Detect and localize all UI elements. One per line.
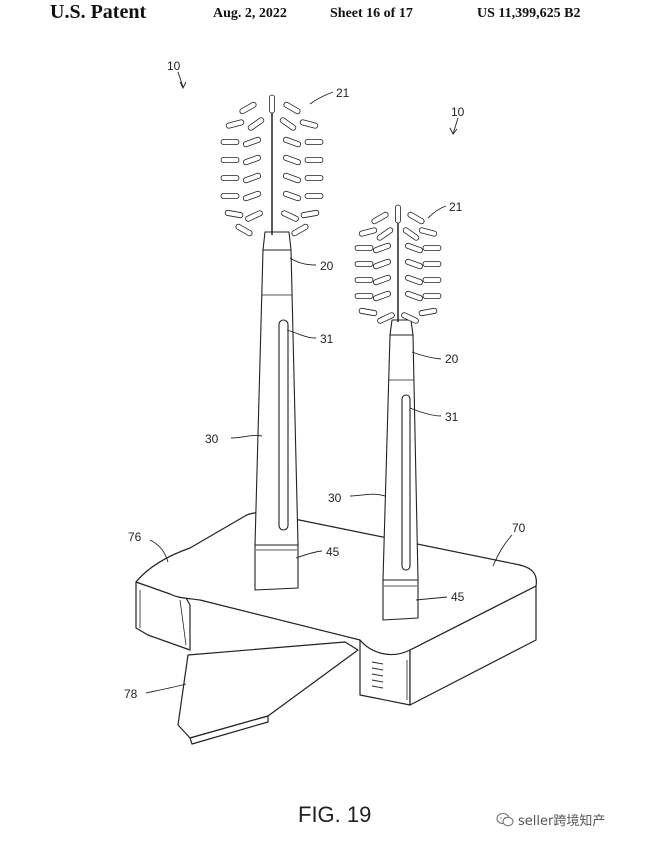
right-brush-head [354, 204, 442, 325]
watermark-text: seller跨境知产 [518, 814, 606, 829]
figure-caption: FIG. 19 [298, 802, 372, 827]
ref-31-left: 31 [320, 332, 334, 346]
ref-30-right: 30 [328, 491, 342, 505]
ref-10-right: 10 [451, 105, 465, 119]
right-brush [354, 204, 442, 621]
ref-45-left: 45 [326, 545, 340, 559]
left-brush [220, 94, 324, 591]
header-patent-label: U.S. Patent [50, 1, 147, 23]
wechat-chat-icon [496, 812, 514, 826]
ref-10-left: 10 [167, 59, 181, 73]
ref-21-left: 21 [336, 86, 350, 100]
leader-lines [145, 71, 513, 694]
ref-21-right: 21 [449, 200, 463, 214]
watermark: seller跨境知产 [496, 810, 605, 829]
ref-20-left: 20 [320, 259, 334, 273]
ref-78: 78 [124, 687, 138, 701]
header-sheet: Sheet 16 of 17 [330, 6, 413, 21]
ref-30-left: 30 [205, 432, 219, 446]
ref-31-right: 31 [445, 410, 459, 424]
ref-76: 76 [128, 530, 142, 544]
ref-45-right: 45 [451, 590, 465, 604]
left-brush-head [220, 94, 324, 238]
reference-numerals: 10 10 21 21 20 20 31 31 30 30 45 45 76 7… [124, 59, 526, 701]
ref-70: 70 [512, 521, 526, 535]
ref-20-right: 20 [445, 352, 459, 366]
header-patent-number: US 11,399,625 B2 [477, 6, 581, 21]
header-date: Aug. 2, 2022 [213, 6, 287, 21]
stand-base [135, 512, 537, 745]
